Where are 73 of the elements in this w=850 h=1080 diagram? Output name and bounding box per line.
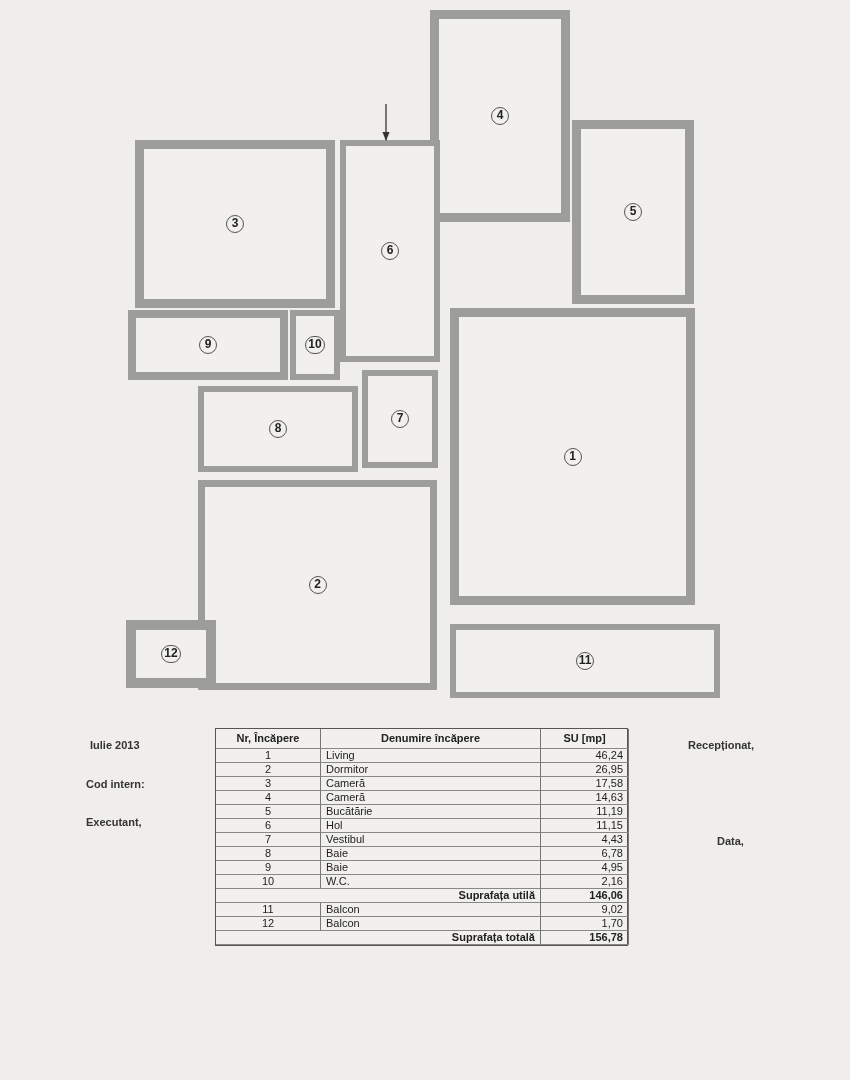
room-number: 5 (624, 203, 642, 221)
table-cell: 14,63 (541, 791, 629, 805)
table-cell: W.C. (321, 875, 541, 889)
room-number: 4 (491, 107, 509, 125)
room-outline (128, 310, 288, 380)
form-label: Data, (717, 835, 744, 847)
table-cell: Vestibul (321, 833, 541, 847)
room-outline (198, 480, 437, 690)
room-outline (290, 310, 340, 380)
table-cell: Baie (321, 847, 541, 861)
room-number: 6 (381, 242, 399, 260)
form-label: Iulie 2013 (90, 739, 140, 751)
room-outline (198, 386, 358, 472)
room-number: 11 (575, 652, 595, 670)
table-cell: Dormitor (321, 763, 541, 777)
table-cell: 10 (216, 875, 321, 889)
form-label: Recepționat, (688, 739, 754, 751)
table-cell: 11 (216, 903, 321, 917)
room-outline (572, 120, 694, 304)
table-header: Denumire încăpere (321, 729, 541, 749)
room-number: 2 (308, 576, 327, 594)
table-cell: 156,78 (541, 931, 629, 945)
table-cell: 4 (216, 791, 321, 805)
table-cell: 26,95 (541, 763, 629, 777)
room-number: 12 (161, 645, 181, 663)
room-number: 1 (563, 447, 582, 466)
table-cell: 6 (216, 819, 321, 833)
table-cell: 12 (216, 917, 321, 931)
table-cell: 1,70 (541, 917, 629, 931)
room-number: 10 (305, 336, 325, 354)
table-cell: 3 (216, 777, 321, 791)
room-number: 9 (199, 336, 217, 354)
table-cell: 4,95 (541, 861, 629, 875)
table-cell: 2,16 (541, 875, 629, 889)
table-cell: Cameră (321, 777, 541, 791)
table-cell: 6,78 (541, 847, 629, 861)
table-cell: Hol (321, 819, 541, 833)
room-number: 7 (391, 410, 409, 428)
room-number: 8 (269, 420, 287, 438)
room-outline (450, 624, 720, 698)
table-cell: 9 (216, 861, 321, 875)
table-cell: Cameră (321, 791, 541, 805)
table-cell: 17,58 (541, 777, 629, 791)
room-outline (126, 620, 216, 688)
room-outline (362, 370, 438, 468)
table-cell: Suprafața utilă (216, 889, 541, 903)
entrance-arrow (382, 103, 390, 141)
table-cell: 146,06 (541, 889, 629, 903)
room-outline (340, 140, 440, 362)
table-cell: Living (321, 749, 541, 763)
table-cell: 46,24 (541, 749, 629, 763)
table-cell: 7 (216, 833, 321, 847)
table-cell: Baie (321, 861, 541, 875)
table-header: Nr, Încăpere (216, 729, 321, 749)
room-outline (135, 140, 335, 308)
form-label: Executant, (86, 816, 142, 828)
table-cell: 8 (216, 847, 321, 861)
room-number: 3 (226, 215, 244, 233)
table-cell: 2 (216, 763, 321, 777)
table-cell: 5 (216, 805, 321, 819)
room-outline (450, 308, 695, 605)
table-cell: 11,15 (541, 819, 629, 833)
table-cell: Bucătărie (321, 805, 541, 819)
table-cell: 4,43 (541, 833, 629, 847)
table-cell: Balcon (321, 917, 541, 931)
form-label: Cod intern: (86, 778, 145, 790)
table-cell: 1 (216, 749, 321, 763)
table-header: SU [mp] (541, 729, 629, 749)
table-cell: 11,19 (541, 805, 629, 819)
table-cell: 9,02 (541, 903, 629, 917)
table-cell: Balcon (321, 903, 541, 917)
table-cell: Suprafața totală (216, 931, 541, 945)
room-outline (430, 10, 570, 222)
